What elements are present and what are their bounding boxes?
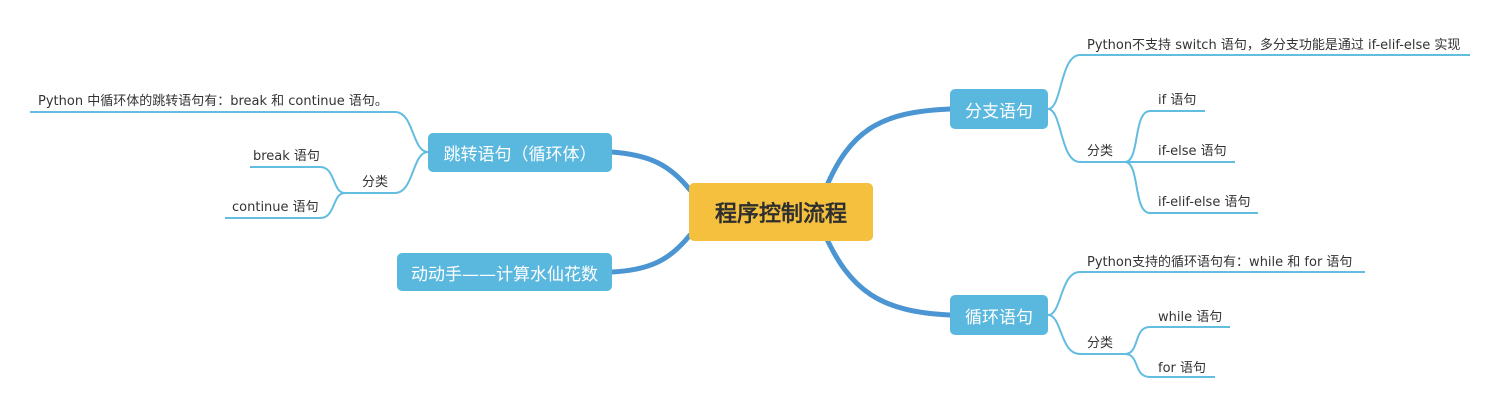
link-jump-note — [30, 111, 429, 153]
jump-category[interactable]: 分类 — [362, 175, 389, 190]
jump-item-continue[interactable]: continue 语句 — [232, 200, 319, 215]
loop-item-for[interactable]: for 语句 — [1158, 361, 1207, 376]
link-root-jump — [609, 149, 693, 193]
link-root-branch — [822, 106, 953, 193]
branch-item-if-elif-else[interactable]: if-elif-else 语句 — [1158, 195, 1251, 210]
loop-item-while[interactable]: while 语句 — [1158, 310, 1223, 325]
jump-note[interactable]: Python 中循环体的跳转语句有：break 和 continue 语句。 — [38, 94, 388, 109]
loop-note[interactable]: Python支持的循环语句有：while 和 for 语句 — [1087, 255, 1353, 270]
link-branch-category — [1047, 108, 1125, 163]
loop-category[interactable]: 分类 — [1087, 336, 1114, 351]
jump-item-break[interactable]: break 语句 — [253, 149, 320, 164]
branch-node-jump-statements[interactable]: 跳转语句（循环体） — [428, 133, 612, 172]
branch-item-if-else[interactable]: if-else 语句 — [1158, 144, 1227, 159]
link-branch-note — [1047, 54, 1470, 110]
root-node[interactable]: 程序控制流程 — [689, 183, 873, 241]
branch-item-if[interactable]: if 语句 — [1158, 93, 1197, 108]
link-loop-note — [1047, 271, 1365, 316]
link-jump-category — [345, 151, 429, 194]
branch-node-loop-statements[interactable]: 循环语句 — [950, 295, 1048, 335]
branch-note[interactable]: Python不支持 switch 语句，多分支功能是通过 if-elif-els… — [1087, 38, 1461, 53]
branch-node-branch-statements[interactable]: 分支语句 — [950, 89, 1048, 129]
branch-node-exercise[interactable]: 动动手——计算水仙花数 — [397, 253, 612, 291]
link-root-loop — [822, 232, 953, 318]
branch-category[interactable]: 分类 — [1087, 144, 1114, 159]
link-loop-category — [1047, 314, 1125, 355]
link-root-exercise — [609, 232, 693, 275]
